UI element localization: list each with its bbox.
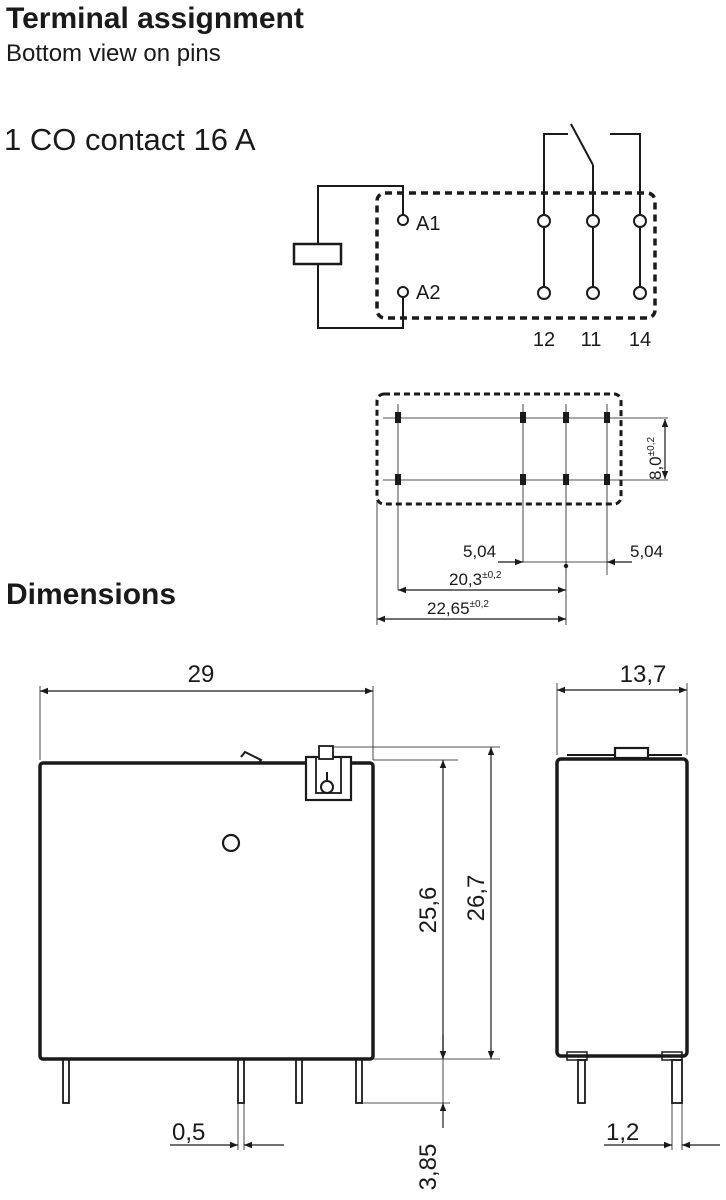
vent-hole bbox=[221, 833, 241, 853]
pad bbox=[395, 412, 401, 423]
pad bbox=[563, 412, 569, 423]
top-tab bbox=[613, 746, 650, 760]
pin bbox=[671, 1059, 683, 1104]
pin bbox=[62, 1058, 70, 1104]
label-a2: A2 bbox=[416, 282, 440, 304]
pin bbox=[237, 1058, 245, 1104]
terminal-assignment-title: Terminal assignment bbox=[6, 2, 304, 35]
dim-25-6-label: 25,6 bbox=[415, 887, 442, 934]
dim-20-3-label: 20,3±0,2 bbox=[449, 570, 502, 589]
dim-22-65-label: 22,65±0,2 bbox=[427, 599, 489, 618]
label-pin-14: 14 bbox=[629, 329, 651, 351]
dim-5-04-right-label: 5,04 bbox=[630, 542, 663, 561]
contact-rating-label: 1 CO contact 16 A bbox=[4, 122, 256, 157]
dim-13-7-label: 13,7 bbox=[620, 661, 667, 688]
terminal-12-bottom bbox=[537, 286, 551, 300]
wiring-diagram bbox=[292, 123, 657, 329]
pad bbox=[604, 474, 610, 485]
front-view bbox=[38, 686, 500, 1150]
label-pin-12: 12 bbox=[533, 329, 555, 351]
coil-wire-top bbox=[317, 185, 404, 244]
pad bbox=[520, 412, 526, 423]
relay-outline-dashed bbox=[375, 191, 657, 320]
bottom-view-subtitle: Bottom view on pins bbox=[6, 40, 221, 67]
dim-29-label: 29 bbox=[188, 661, 215, 688]
terminal-14-top bbox=[633, 214, 647, 228]
switch-blade bbox=[570, 123, 594, 166]
dim-0-5-label: 0,5 bbox=[172, 1119, 205, 1146]
terminal-11-bottom bbox=[586, 286, 600, 300]
side-view bbox=[555, 683, 720, 1150]
pin bbox=[295, 1058, 303, 1104]
coil-symbol bbox=[292, 242, 343, 266]
terminal-14-bottom bbox=[633, 286, 647, 300]
dim-8-label: 8,0±0,2 bbox=[646, 437, 665, 480]
dim-5-04-left-label: 5,04 bbox=[463, 542, 496, 561]
pcb-layout bbox=[375, 392, 669, 625]
dim-1-2-label: 1,2 bbox=[606, 1119, 639, 1146]
coil-wire-bottom bbox=[317, 264, 404, 329]
contact-12-wire bbox=[543, 133, 568, 215]
contact-14-wire bbox=[610, 133, 641, 215]
dimensions-title: Dimensions bbox=[6, 578, 177, 611]
label-a1: A1 bbox=[416, 213, 440, 235]
dim-3-85-label: 3,85 bbox=[415, 1144, 442, 1191]
terminal-12-top bbox=[537, 214, 551, 228]
pin bbox=[355, 1058, 363, 1104]
pad bbox=[520, 474, 526, 485]
pad bbox=[563, 474, 569, 485]
relay-body-front bbox=[38, 761, 375, 1061]
terminal-a1 bbox=[397, 214, 409, 226]
pcb-outline-dashed bbox=[375, 392, 623, 506]
dim-26-7-label: 26,7 bbox=[463, 875, 490, 922]
label-pin-11: 11 bbox=[581, 329, 602, 351]
pin bbox=[577, 1059, 586, 1104]
pad bbox=[604, 412, 610, 423]
pad bbox=[395, 474, 401, 485]
terminal-11-top bbox=[586, 214, 600, 228]
relay-body-side bbox=[555, 757, 689, 1058]
terminal-a2 bbox=[397, 286, 409, 298]
